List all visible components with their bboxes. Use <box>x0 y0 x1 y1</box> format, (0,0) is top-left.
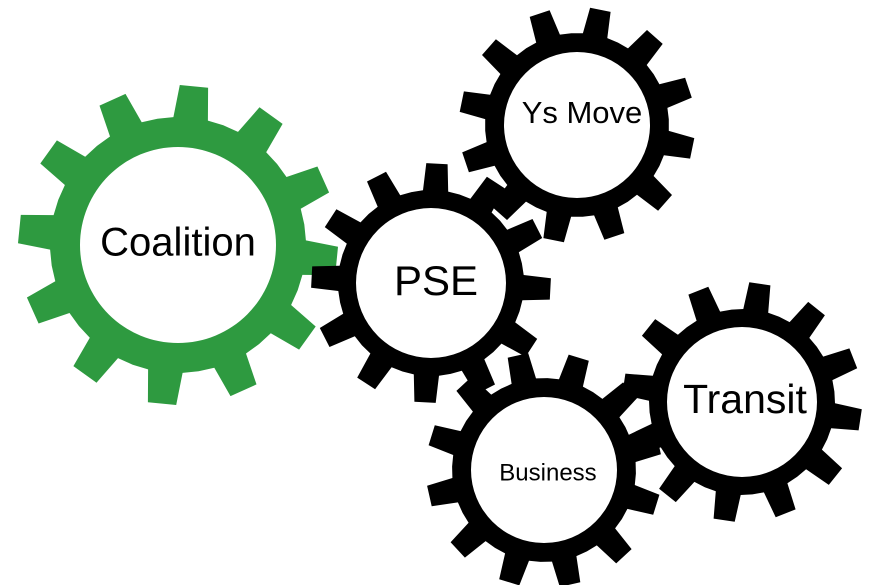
pse-gear-label: PSE <box>394 257 478 304</box>
pse-gear <box>311 163 551 403</box>
transit-gear-label: Transit <box>683 376 807 422</box>
ys-move-gear-label: Ys Move <box>522 95 643 130</box>
gear-layer <box>18 7 862 585</box>
business-gear-label: Business <box>499 459 596 486</box>
coalition-gear <box>18 85 338 405</box>
transit-gear <box>622 282 862 522</box>
business-gear <box>427 353 661 585</box>
coalition-gear-label: Coalition <box>100 221 256 265</box>
ys-move-gear <box>459 7 695 243</box>
